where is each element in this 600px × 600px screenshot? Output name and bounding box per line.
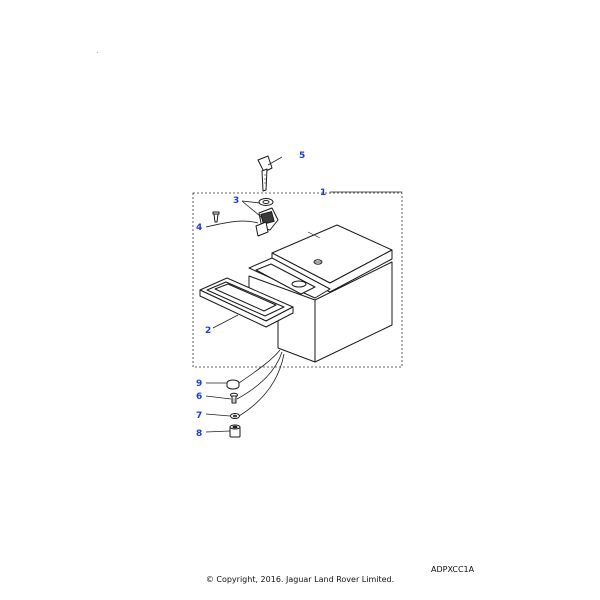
copyright-notice: © Copyright, 2016. Jaguar Land Rover Lim… <box>205 575 395 584</box>
callout-4: 4 <box>196 223 202 233</box>
assembly-outline <box>192 192 403 368</box>
screw <box>212 211 220 223</box>
leader-lines <box>205 156 402 433</box>
callout-3: 3 <box>233 196 239 206</box>
callout-7: 7 <box>196 411 202 421</box>
cap <box>226 379 240 390</box>
lock-barrel <box>255 198 279 237</box>
callout-6: 6 <box>196 392 202 402</box>
callout-1: 1 <box>320 188 326 198</box>
callout-9: 9 <box>196 379 202 389</box>
storage-box <box>248 224 393 363</box>
spacer <box>229 424 241 438</box>
callout-2: 2 <box>205 326 211 336</box>
key <box>257 155 273 192</box>
bolt <box>230 392 238 404</box>
tray <box>199 277 294 328</box>
callout-8: 8 <box>196 429 202 439</box>
washer <box>230 413 240 419</box>
callout-5: 5 <box>299 151 305 161</box>
diagram-reference-code: ADPXCC1A <box>431 565 475 574</box>
